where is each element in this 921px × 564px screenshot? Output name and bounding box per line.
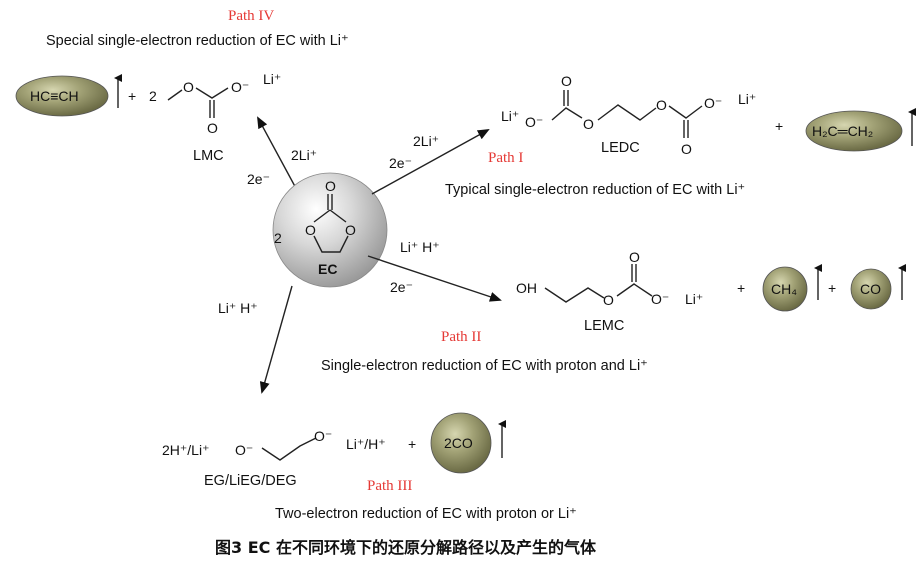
ledc-o-minus-left: O⁻ (525, 114, 543, 130)
path-ii-plus-2: + (828, 280, 836, 296)
lemc-o-ester: O (603, 292, 614, 308)
ledc-li-right: Li⁺ (738, 91, 756, 107)
path-i-reagent-top: 2Li⁺ (413, 133, 439, 149)
path-iii-right-ion: Li⁺/H⁺ (346, 436, 386, 452)
lemc-oh: OH (516, 280, 537, 296)
ec-carbonyl-o: O (325, 178, 336, 194)
figure-caption: 图3 EC 在不同环境下的还原分解路径以及产生的气体 (215, 538, 597, 557)
eg-label: EG/LiEG/DEG (204, 473, 297, 489)
acetylene-label: HC≡CH (30, 88, 79, 104)
acetylene-gas-ellipse (15, 75, 109, 117)
path-i-title: Path I (488, 150, 523, 166)
lmc-label: LMC (193, 148, 224, 164)
ethylene-label: H₂C═CH₂ (812, 123, 873, 139)
path-i-arrow (371, 129, 490, 195)
ec-sphere (272, 172, 388, 288)
path-iii-plus: + (408, 436, 416, 452)
ledc-li-left: Li⁺ (501, 108, 519, 124)
path-iv-reagent-top: 2Li⁺ (291, 147, 317, 163)
path-iv-arrow (257, 116, 299, 193)
lmc-o-minus: O⁻ (231, 79, 249, 95)
lmc-structure: O O O⁻ Li⁺ (167, 71, 281, 136)
ledc-structure: Li⁺ O⁻ O O O O O⁻ Li⁺ (501, 73, 756, 157)
methane-label: CH₄ (771, 281, 797, 297)
co-gas-circle (850, 268, 892, 310)
ledc-o-top-left: O (561, 73, 572, 89)
path-i-reagent-bottom: 2e⁻ (389, 155, 412, 171)
path-ii-reagent-top: Li⁺ H⁺ (400, 239, 440, 255)
lemc-o-minus: O⁻ (651, 291, 669, 307)
ledc-label: LEDC (601, 140, 640, 156)
path-iv-coefficient: 2 (149, 88, 157, 104)
path-iii-reagent: Li⁺ H⁺ (218, 300, 258, 316)
ethylene-gas-ellipse (805, 110, 903, 152)
methane-gas-circle (762, 266, 808, 312)
co-label: CO (860, 281, 881, 297)
path-iii-subtitle: Two-electron reduction of EC with proton… (275, 506, 577, 522)
path-ii-plus-1: + (737, 280, 745, 296)
path-iv-subtitle: Special single-electron reduction of EC … (46, 33, 349, 49)
ledc-o-ester-left: O (583, 116, 594, 132)
lmc-o2: O (207, 120, 218, 136)
lemc-o-top: O (629, 249, 640, 265)
ec-label: EC (318, 261, 337, 277)
path-i-plus: + (775, 118, 783, 134)
path-ii-reagent-bottom: 2e⁻ (390, 279, 413, 295)
lemc-label: LEMC (584, 318, 624, 334)
ec-ring-o2: O (345, 222, 356, 238)
lmc-o1: O (183, 79, 194, 95)
ec-electron-count: 2 (274, 230, 282, 246)
path-i-subtitle: Typical single-electron reduction of EC … (445, 182, 745, 198)
eg-o-minus-right: O⁻ (314, 428, 332, 444)
2co-gas-circle (430, 412, 492, 474)
path-iii-left-ion: 2H⁺/Li⁺ (162, 442, 209, 458)
path-ii-subtitle: Single-electron reduction of EC with pro… (321, 358, 648, 374)
eg-structure: O⁻ O⁻ (235, 428, 332, 461)
lemc-structure: OH O O O⁻ Li⁺ (516, 249, 703, 308)
path-ii-title: Path II (441, 329, 481, 345)
path-iii-title: Path III (367, 478, 412, 494)
ledc-o-bottom-right: O (681, 141, 692, 157)
path-iii-arrow (259, 285, 293, 394)
ledc-o-minus-right: O⁻ (704, 95, 722, 111)
2co-label: 2CO (444, 435, 473, 451)
lemc-li: Li⁺ (685, 291, 703, 307)
ec-structure: O O O (305, 178, 356, 253)
ledc-o-ester-right: O (656, 97, 667, 113)
path-ii-arrow (367, 255, 502, 302)
lmc-li: Li⁺ (263, 71, 281, 87)
eg-o-minus-left: O⁻ (235, 442, 253, 458)
path-iv-plus: + (128, 88, 136, 104)
path-iv-reagent-bottom: 2e⁻ (247, 171, 270, 187)
ec-ring-o1: O (305, 222, 316, 238)
path-iv-title: Path IV (228, 8, 274, 24)
